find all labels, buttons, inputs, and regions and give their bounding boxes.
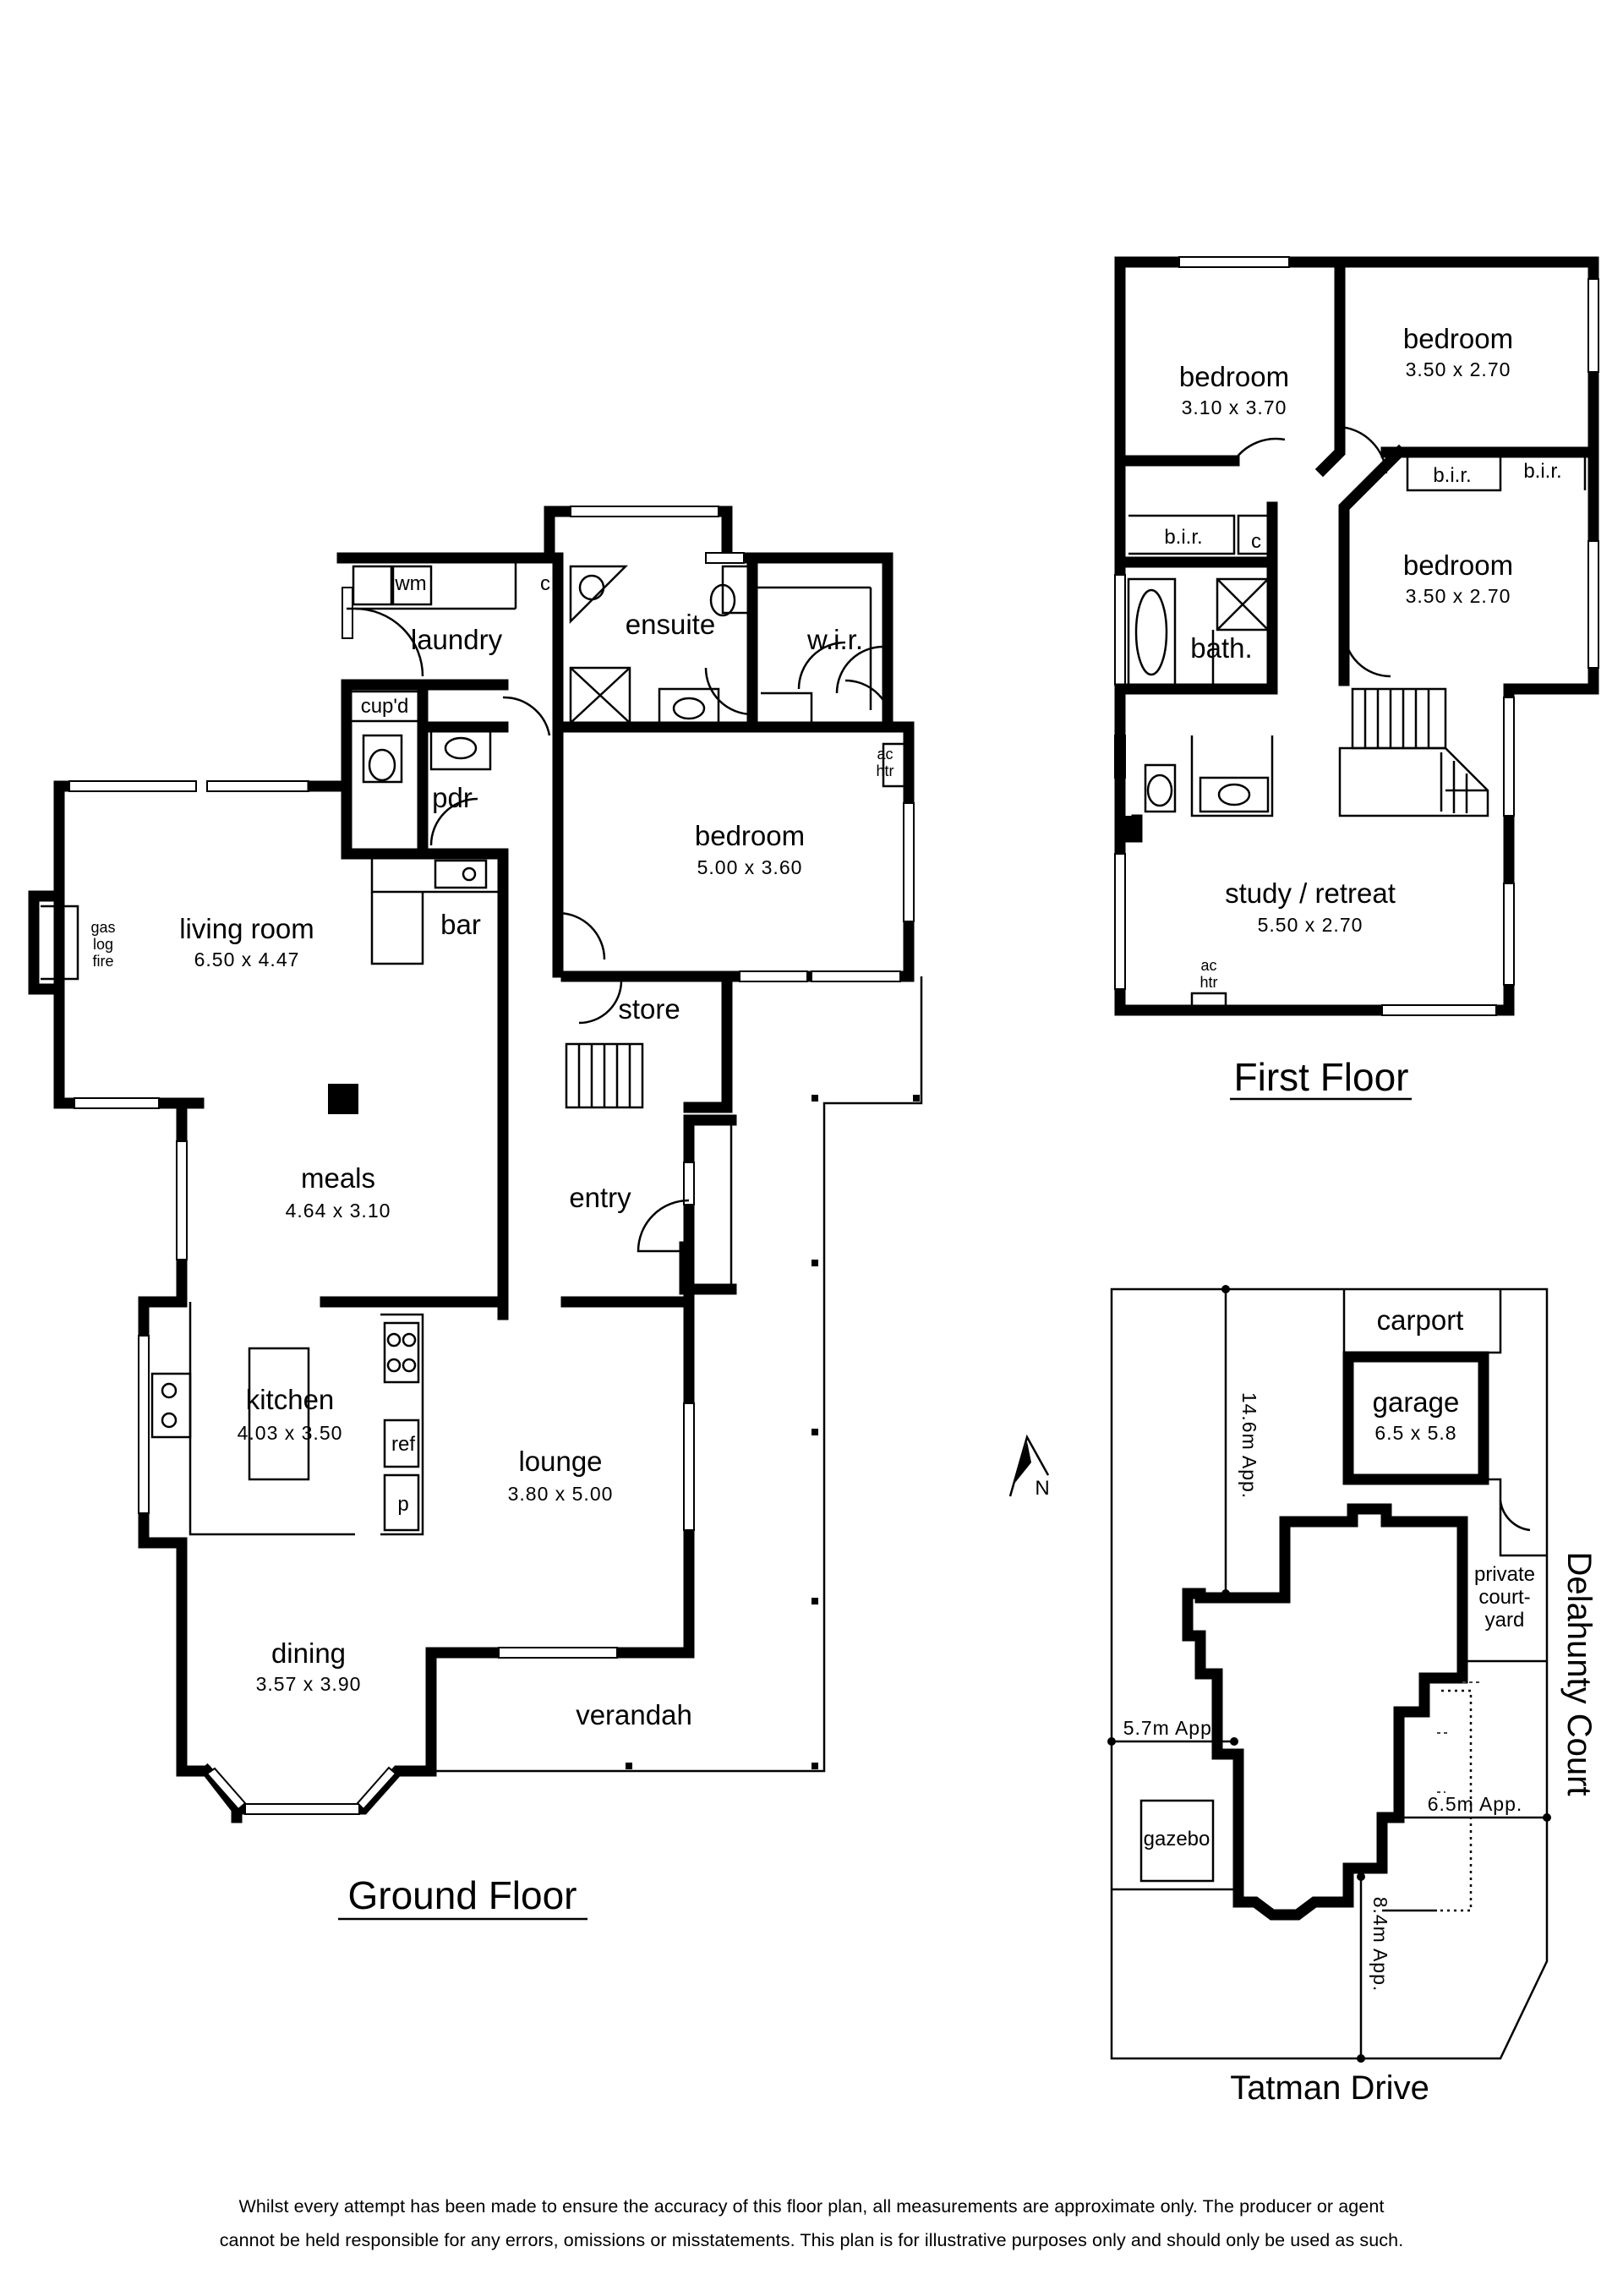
- courtyard-label-2: court-: [1478, 1586, 1530, 1609]
- kitchen-label: kitchen: [246, 1384, 335, 1415]
- bir-label-2: b.i.r.: [1433, 464, 1471, 487]
- dim-left-label: 5.7m App.: [1123, 1717, 1219, 1739]
- ground-floor-labels: wm c laundry cup'd ensuite w.i.r. pdr ac…: [90, 572, 893, 1917]
- dining-label: dining: [271, 1637, 346, 1669]
- bedroom-3-dims: 3.50 x 2.70: [1406, 585, 1511, 607]
- ground-floor-title: Ground Floor: [347, 1873, 577, 1917]
- study-label: study / retreat: [1225, 877, 1396, 909]
- verandah-label: verandah: [576, 1699, 692, 1730]
- wir-label: w.i.r.: [806, 624, 863, 655]
- living-room-dims: 6.50 x 4.47: [194, 948, 300, 970]
- ref-label: ref: [391, 1433, 415, 1456]
- study-dims: 5.50 x 2.70: [1258, 914, 1363, 936]
- first-floor-plan: [1114, 256, 1599, 1101]
- lounge-label: lounge: [518, 1446, 602, 1477]
- meals-label: meals: [301, 1162, 375, 1194]
- street-tatman-drive: Tatman Drive: [1230, 2069, 1429, 2107]
- garage-label: garage: [1373, 1386, 1460, 1418]
- store-label: store: [618, 993, 680, 1025]
- street-delahunty-court: Delahunty Court: [1560, 1551, 1598, 1796]
- ground-floor-plan: [28, 506, 923, 1921]
- bedroom-2-label: bedroom: [1403, 323, 1513, 354]
- bedroom-2-dims: 3.50 x 2.70: [1406, 358, 1511, 380]
- entry-label: entry: [569, 1182, 631, 1213]
- ac-label: ac: [877, 746, 893, 763]
- bir-label-3: b.i.r.: [1523, 460, 1561, 483]
- ensuite-label: ensuite: [626, 609, 715, 640]
- first-floor-title: First Floor: [1234, 1055, 1409, 1099]
- laundry-label: laundry: [411, 624, 503, 655]
- bedroom-1-dims: 3.10 x 3.70: [1182, 396, 1287, 418]
- gazebo-label: gazebo: [1144, 1828, 1210, 1850]
- gas-label: gas: [90, 919, 115, 936]
- bar-label: bar: [440, 909, 481, 940]
- bath-label: bath.: [1190, 632, 1252, 664]
- cupboard-c-first-label: c: [1251, 530, 1261, 553]
- site-plan: [1008, 1285, 1551, 2063]
- log-label: log: [93, 936, 113, 953]
- cupboard-c-label: c: [540, 572, 550, 595]
- htr-first-label: htr: [1199, 974, 1217, 991]
- courtyard-label-3: yard: [1485, 1609, 1525, 1632]
- lounge-dims: 3.80 x 5.00: [508, 1483, 614, 1505]
- dim-right-label: 6.5m App.: [1428, 1793, 1523, 1815]
- bir-label-1: b.i.r.: [1164, 526, 1202, 549]
- dim-top-label: 14.6m App.: [1238, 1392, 1260, 1499]
- cupd-label: cup'd: [361, 695, 409, 718]
- kitchen-dims: 4.03 x 3.50: [238, 1422, 343, 1444]
- wm-label: wm: [394, 572, 426, 595]
- fire-label: fire: [92, 953, 113, 970]
- courtyard-label-1: private: [1474, 1563, 1535, 1586]
- meals-dims: 4.64 x 3.10: [286, 1200, 391, 1222]
- dim-bottom-label: 8.4m App.: [1369, 1897, 1391, 1993]
- bedroom-ground-label: bedroom: [695, 820, 805, 851]
- north-label: N: [1035, 1477, 1049, 1500]
- bedroom-ground-dims: 5.00 x 3.60: [697, 856, 803, 878]
- ac-first-label: ac: [1200, 957, 1216, 974]
- carport-label: carport: [1377, 1304, 1464, 1336]
- disclaimer-line-1: Whilst every attempt has been made to en…: [238, 2196, 1385, 2217]
- living-room-label: living room: [179, 913, 314, 944]
- bedroom-3-label: bedroom: [1403, 549, 1513, 581]
- garage-dims: 6.5 x 5.8: [1374, 1422, 1456, 1444]
- first-floor-labels: bedroom 3.10 x 3.70 bedroom 3.50 x 2.70 …: [1164, 323, 1561, 1099]
- dining-dims: 3.57 x 3.90: [256, 1673, 362, 1695]
- bedroom-1-label: bedroom: [1179, 361, 1289, 392]
- site-plan-labels: carport garage 6.5 x 5.8 private court- …: [1035, 1304, 1598, 2107]
- disclaimer-line-2: cannot be held responsible for any error…: [219, 2230, 1404, 2250]
- pantry-label: p: [397, 1493, 408, 1516]
- htr-label: htr: [876, 763, 893, 779]
- pdr-label: pdr: [432, 782, 473, 813]
